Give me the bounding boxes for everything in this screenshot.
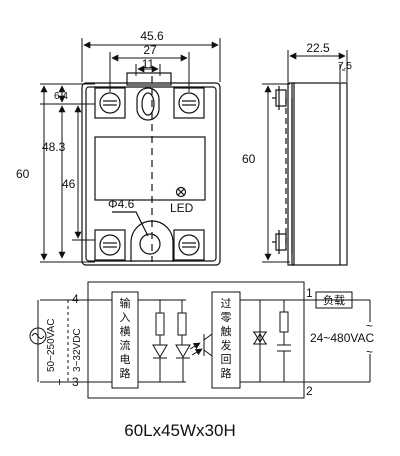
mount-hole-icon: [139, 233, 161, 255]
side-terminal-top: [275, 89, 287, 107]
block-zero-char-3: 发: [221, 338, 232, 352]
front-dimension-labels: 45.6 27 11 6.4 48.3 60 46 Φ4.6 LED: [16, 29, 194, 215]
sign-positive: +: [56, 375, 63, 389]
dim-width-slot: 11: [142, 57, 155, 71]
block-zero-cross: [211, 291, 241, 389]
dim-height-inner: 46: [62, 177, 76, 191]
block-input-char-3: 流: [120, 338, 131, 352]
terminal-1: 1: [306, 286, 313, 300]
block-zero-char-5: 路: [221, 367, 232, 380]
hole-leader-line: [112, 211, 149, 237]
ac-source-icon: [29, 327, 47, 345]
side-dimensions: [262, 50, 348, 263]
dimensions-caption: 60Lx45Wx30H: [124, 421, 236, 440]
hole-diameter-label: Φ4.6: [108, 197, 135, 211]
load-box: [315, 291, 353, 309]
block-input-char-4: 电: [120, 353, 131, 366]
circuit-diagram: [29, 281, 371, 399]
screw-box-bottom-right: [173, 229, 205, 261]
screw-top-left-icon: [99, 92, 121, 114]
bottom-mount-hole: [130, 220, 174, 262]
block-zero-char-2: 触: [221, 324, 232, 338]
dim-width-total: 45.6: [140, 29, 164, 43]
screw-top-right-icon: [178, 92, 200, 114]
dim-side-height: 60: [242, 152, 256, 166]
block-zero-char-4: 回: [221, 353, 232, 366]
block-input-char-5: 路: [120, 367, 131, 380]
ac-symbol-top: ~: [366, 319, 373, 333]
phototransistor-icon: [203, 333, 213, 357]
input-dc-range: 3~32VDC: [72, 328, 83, 372]
top-mount-slot: [136, 87, 160, 121]
ac-symbol-bottom: ~: [366, 345, 373, 359]
front-dimensions: [40, 38, 221, 263]
opto-led-icon: [175, 344, 191, 358]
terminal-3: 3: [72, 375, 79, 389]
resistor-2: [177, 312, 187, 336]
led-indicator-icon: [175, 186, 187, 198]
top-mount-tab: [126, 72, 172, 86]
output-voltage-range: 24~480VAC: [310, 331, 374, 345]
block-input-char-0: 输: [120, 296, 131, 310]
block-zero-char-1: 零: [221, 311, 232, 324]
side-body: [291, 82, 348, 266]
terminal-2: 2: [306, 384, 313, 398]
dim-depth-total: 22.5: [306, 41, 330, 55]
ssr-housing-boundary: [87, 281, 305, 399]
dim-width-mount: 27: [143, 43, 157, 57]
input-ac-range: 50~250VAC: [46, 319, 57, 372]
front-body-inner-outline: [85, 86, 217, 262]
block-input-circuit: [111, 291, 139, 389]
screw-bottom-left-icon: [99, 234, 121, 256]
dim-height-total: 60: [16, 167, 30, 181]
dim-offset-top: 6.4: [54, 91, 68, 102]
block-input-char-2: 横: [120, 324, 131, 338]
label-window: [94, 136, 206, 201]
sign-negative: -: [56, 292, 60, 306]
led-label: LED: [170, 201, 194, 215]
front-view: [81, 72, 221, 266]
side-base-plate: [287, 82, 295, 266]
triac-icon: [253, 331, 267, 345]
snubber-resistor: [279, 311, 289, 333]
side-dimension-labels: 22.5 7.5 60: [242, 41, 352, 166]
resistor-1: [155, 312, 165, 336]
circuit-labels: - 4 + 3 50~250VAC 3~32VDC 输 入 横 流 电 路 过 …: [46, 286, 374, 398]
terminal-4: 4: [72, 292, 79, 306]
screw-box-bottom-left: [94, 229, 126, 261]
dim-height-mount: 48.3: [42, 140, 66, 154]
front-body-outline: [81, 82, 221, 266]
screw-bottom-right-icon: [178, 234, 200, 256]
block-input-char-1: 入: [120, 312, 131, 324]
side-terminal-bottom: [275, 233, 287, 251]
diode-icon: [152, 344, 168, 358]
load-label: 负载: [323, 293, 345, 307]
block-zero-char-0: 过: [221, 297, 232, 310]
side-view: [272, 82, 348, 266]
dim-depth-base: 7.5: [338, 61, 352, 72]
